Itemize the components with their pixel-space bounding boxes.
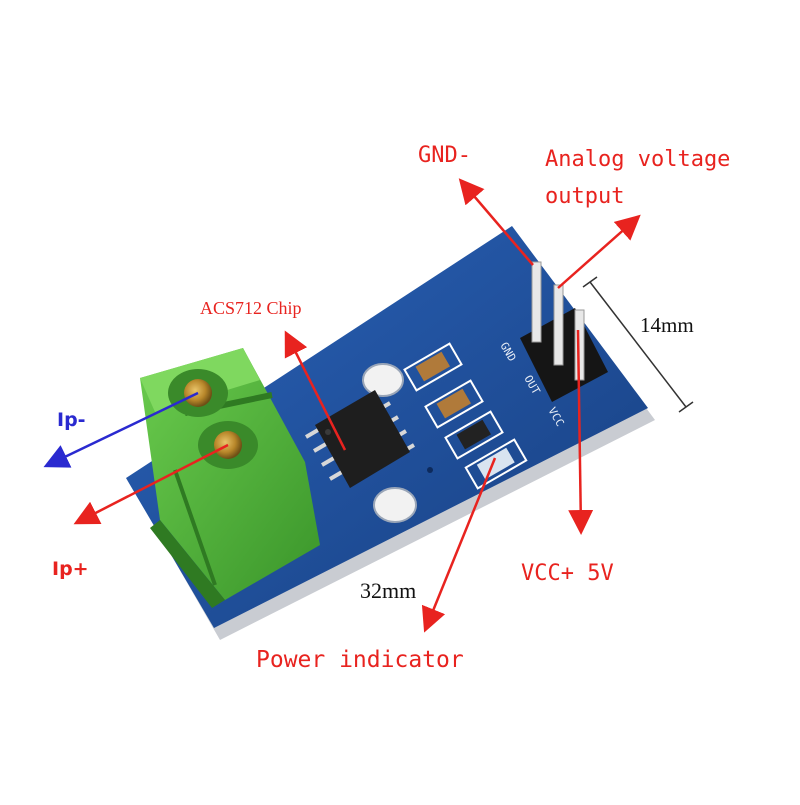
label-analog-line2: output <box>545 184 624 209</box>
arrow-gnd <box>458 178 534 266</box>
label-ip-minus: Ip- <box>57 409 86 431</box>
arrow-analog-output <box>557 214 641 289</box>
pin-gnd <box>531 261 542 343</box>
pin-out <box>553 284 564 366</box>
label-gnd: GND- <box>418 143 471 168</box>
dimension-height <box>582 276 694 413</box>
arrow-chip <box>284 330 347 451</box>
arrow-vcc <box>568 329 594 535</box>
capacitor <box>403 342 463 392</box>
arrow-ip-plus <box>73 443 229 525</box>
header-connector <box>520 261 608 402</box>
label-32mm: 32mm <box>360 578 416 603</box>
arrow-power-indicator <box>421 457 497 633</box>
label-ip-plus: Ip+ <box>52 558 89 580</box>
mounting-hole <box>362 363 404 397</box>
label-power-indicator: Power indicator <box>256 647 464 673</box>
label-vcc: VCC+ 5V <box>521 561 614 586</box>
resistor <box>444 410 504 460</box>
mounting-hole <box>373 487 417 523</box>
label-analog-line1: Analog voltage <box>545 147 730 172</box>
arrow-ip-minus <box>43 391 199 468</box>
via <box>427 467 433 473</box>
label-14mm: 14mm <box>640 313 694 337</box>
power-led <box>464 438 528 490</box>
acs712-chip <box>304 390 416 488</box>
label-acs712-chip: ACS712 Chip <box>200 298 302 318</box>
capacitor <box>424 379 484 429</box>
